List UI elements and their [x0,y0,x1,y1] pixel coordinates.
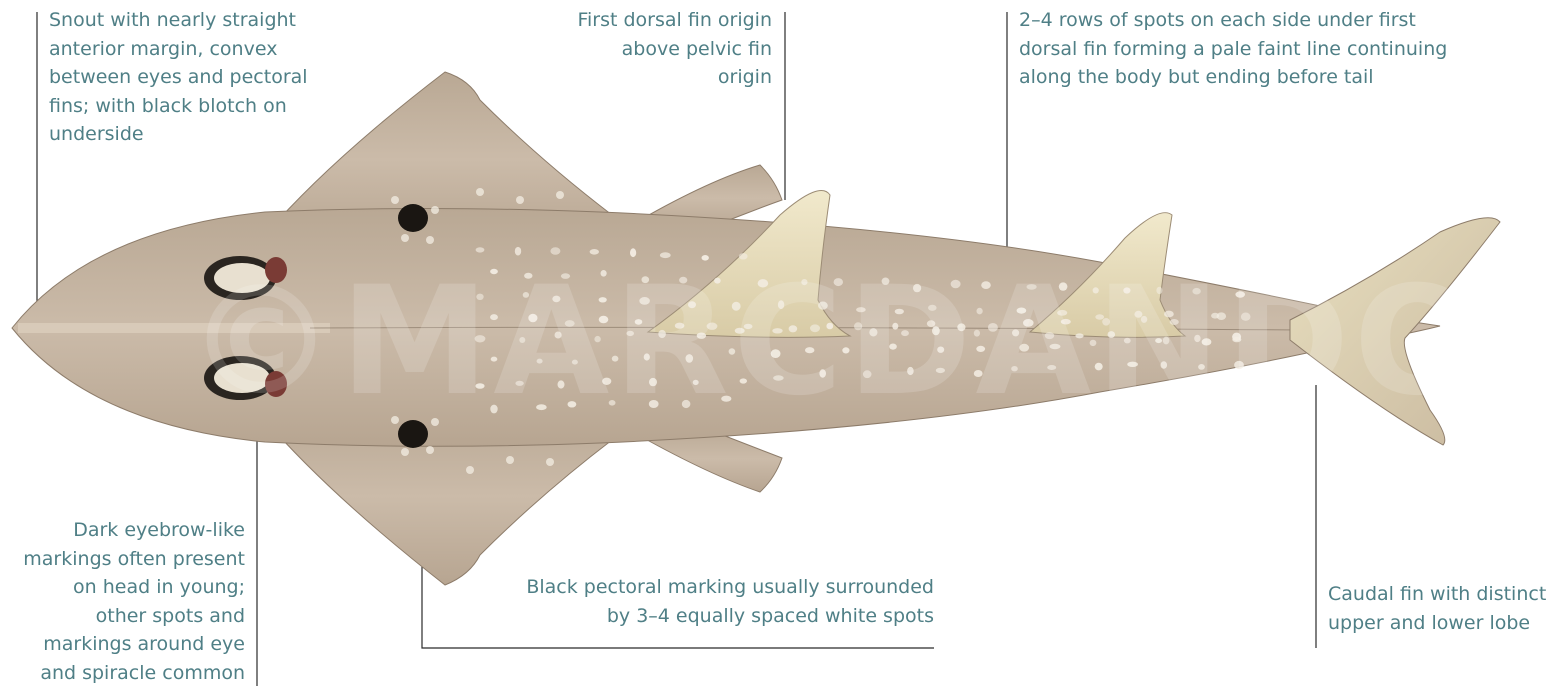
label-line: on head in young; [23,573,245,602]
white-spot [426,236,434,244]
label-line: along the body but ending before tail [1019,63,1447,92]
label-line: fins; with black blotch on [49,92,308,121]
white-spot [401,448,409,456]
label-line: anterior margin, convex [49,35,308,64]
label-line: Snout with nearly straight [49,6,308,35]
label-line: Black pectoral marking usually surrounde… [526,573,934,602]
white-spot [476,188,484,196]
white-spot [476,247,485,252]
white-spot [516,196,524,204]
label-line: markings around eye [23,630,245,659]
white-spot [556,191,564,199]
white-spot [426,446,434,454]
label-line: by 3–4 equally spaced white spots [526,602,934,631]
label-line: between eyes and pectoral [49,63,308,92]
label-line: upper and lower lobe [1328,609,1546,638]
label-line: markings often present [23,545,245,574]
label-pectoral-marking: Black pectoral marking usually surrounde… [526,573,934,630]
label-line: other spots and [23,602,245,631]
label-line: Dark eyebrow-like [23,516,245,545]
label-line: above pelvic fin [577,35,772,64]
label-line: 2–4 rows of spots on each side under fir… [1019,6,1447,35]
white-spot [590,249,599,255]
label-line: origin [577,63,772,92]
white-spot [401,234,409,242]
white-spot [506,456,514,464]
upper-pectoral-black-marking [398,204,428,232]
label-spot-rows: 2–4 rows of spots on each side under fir… [1019,6,1447,92]
white-spot [466,466,474,474]
watermark: ©MARCDANDO [186,255,1485,429]
label-line: Caudal fin with distinct [1328,580,1546,609]
white-spot [546,458,554,466]
white-spot [550,247,560,255]
white-spot [391,196,399,204]
white-spot [431,206,439,214]
label-line: dorsal fin forming a pale faint line con… [1019,35,1447,64]
label-line: and spiracle common [23,659,245,687]
label-line: underside [49,120,308,149]
label-snout: Snout with nearly straightanterior margi… [49,6,308,149]
label-line: First dorsal fin origin [577,6,772,35]
